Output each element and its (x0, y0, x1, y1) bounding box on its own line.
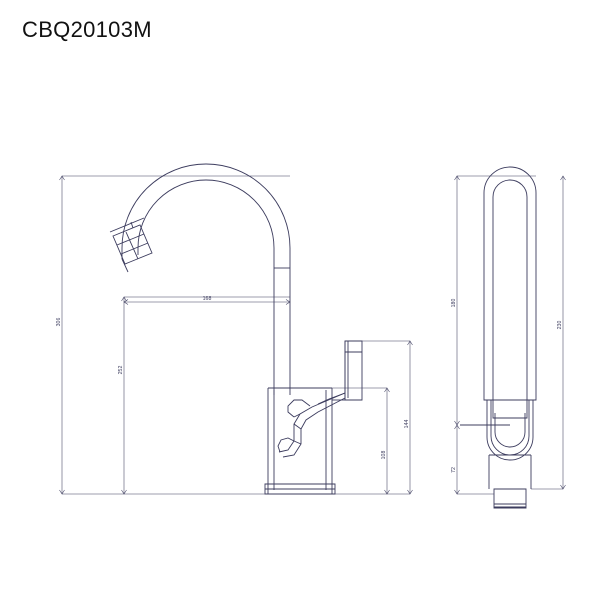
page-title: CBQ20103M (22, 17, 152, 42)
side-outer-profile (483, 166, 537, 401)
dim-label-handle-height: 144 (404, 420, 410, 429)
dim-arrow-top-144 (407, 340, 413, 346)
front-elevation-geometry (109, 163, 363, 495)
dim-label-overall-height: 306 (56, 318, 62, 327)
dim-arrow-bottom-72 (454, 489, 460, 495)
front-elevation-dimensions (59, 175, 413, 495)
dim-arrow-bottom-306 (59, 489, 65, 495)
dim-label-base-height: 72 (451, 467, 457, 473)
side-inner-bowl (494, 413, 526, 448)
dim-arrow-left-168 (123, 299, 129, 305)
lever-handle (277, 340, 363, 458)
dim-label-spout-reach: 168 (203, 296, 212, 302)
side-elevation-dimensions (454, 175, 566, 495)
aerator-detail (109, 217, 153, 273)
side-shroud-outer (486, 400, 534, 461)
dim-label-side-inner-height: 180 (451, 299, 457, 308)
dim-label-spout-height: 252 (118, 366, 124, 375)
dim-label-side-overall-height: 230 (557, 321, 563, 330)
dim-arrow-top-230 (560, 175, 566, 181)
side-inner-profile (492, 179, 528, 419)
dim-arrow-bottom-144 (407, 489, 413, 495)
dim-label-body-height: 108 (381, 451, 387, 460)
side-elevation-geometry (460, 166, 537, 509)
dim-arrow-bottom-252 (121, 489, 127, 495)
dimension-labels: 306 252 168 144 108 180 230 72 (56, 296, 563, 473)
dim-arrow-top-252 (121, 296, 127, 302)
dim-arrow-right-168 (285, 299, 291, 305)
dim-arrow-bottom-230 (560, 484, 566, 490)
dim-arrow-top-108 (384, 387, 390, 393)
side-base-collar (493, 488, 527, 509)
spout-inner-profile (137, 179, 275, 395)
dim-arrow-bottom-108 (384, 489, 390, 495)
spout-outer-profile (121, 163, 291, 395)
dim-arrow-top-306 (59, 175, 65, 181)
dim-arrow-top-180 (454, 175, 460, 181)
dim-arrow-top-72 (454, 424, 460, 430)
